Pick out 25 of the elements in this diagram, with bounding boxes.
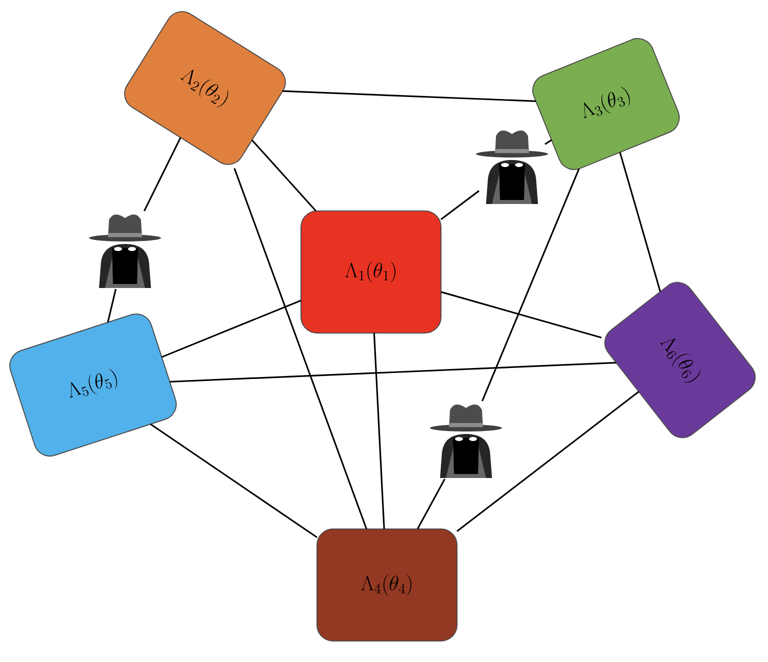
connector-line xyxy=(482,168,580,402)
connector-line xyxy=(150,423,318,538)
connector-line xyxy=(373,332,385,530)
rounded-box: $\Lambda_{4}(\theta_{4})$ xyxy=(316,528,458,642)
person-drawing xyxy=(476,130,548,204)
connector-line xyxy=(544,139,552,145)
connector-line xyxy=(282,90,536,102)
connector-line xyxy=(440,291,602,338)
person-drawing xyxy=(430,404,502,478)
connector-line xyxy=(251,140,317,212)
connector-line xyxy=(416,478,446,530)
connector-line xyxy=(170,362,616,383)
rounded-box: $\Lambda_{6}(\theta_{6})$ xyxy=(604,282,756,438)
connector-line xyxy=(144,137,182,212)
connector-line xyxy=(619,152,662,292)
rounded-box: $\Lambda_{2}(\theta_{2})$ xyxy=(124,11,286,165)
rounded-box: $\Lambda_{1}(\theta_{1})$ xyxy=(300,210,442,334)
connector-line xyxy=(440,190,480,220)
connector-line xyxy=(107,288,117,323)
connector-line xyxy=(234,168,368,530)
person-drawing xyxy=(89,214,161,288)
rounded-box: $\Lambda_{5}(\theta_{5})$ xyxy=(9,314,177,457)
connector-line xyxy=(161,300,302,358)
rounded-box: $\Lambda_{3}(\theta_{3})$ xyxy=(532,38,680,170)
connector-line xyxy=(456,391,640,532)
